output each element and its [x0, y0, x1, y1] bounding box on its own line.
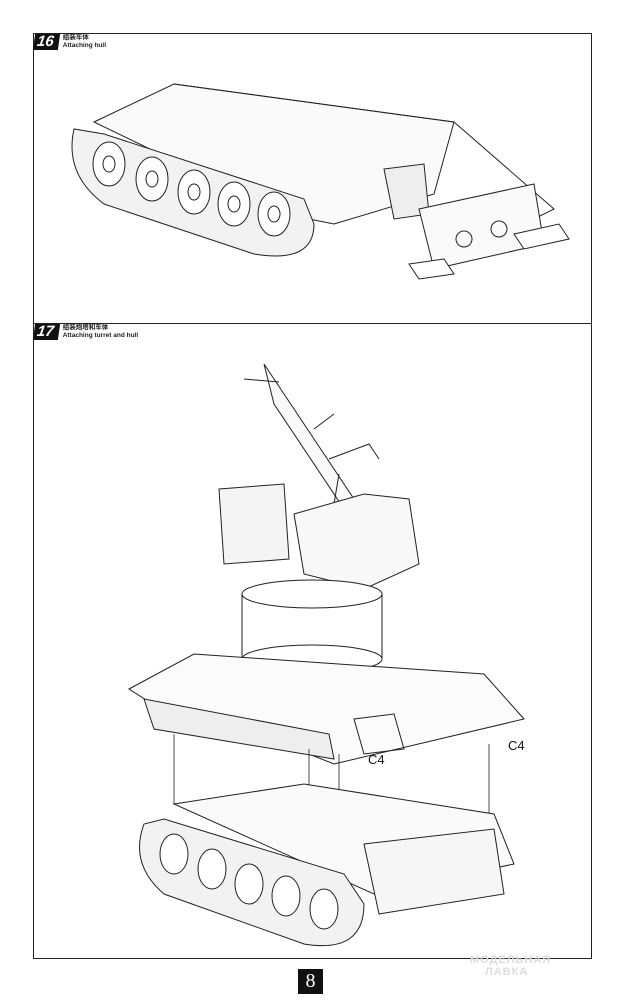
- watermark: МОДЕЛЬНАЯ ЛАВКА: [470, 954, 552, 978]
- turret-hull-illustration: [128, 363, 525, 947]
- step-16-header: 16 组装车体 Attaching hull: [32, 33, 107, 50]
- step-title-cn: 组装车体: [62, 34, 89, 41]
- callout-c4-left: C4: [368, 752, 385, 767]
- step-16-panel: 16 组装车体 Attaching hull: [32, 33, 592, 324]
- step-title-en: Attaching turret and hull: [62, 332, 139, 339]
- callout-c4-right: C4: [508, 738, 525, 753]
- step-17-panel: 17 组装炮塔和车体 Attaching turret and hull: [32, 323, 592, 959]
- page-number: 8: [298, 969, 323, 994]
- step-title-en: Attaching hull: [62, 42, 107, 49]
- step-17-header: 17 组装炮塔和车体 Attaching turret and hull: [32, 323, 139, 340]
- step-title-cn: 组装炮塔和车体: [62, 324, 109, 331]
- hull-lower-illustration: [71, 83, 570, 280]
